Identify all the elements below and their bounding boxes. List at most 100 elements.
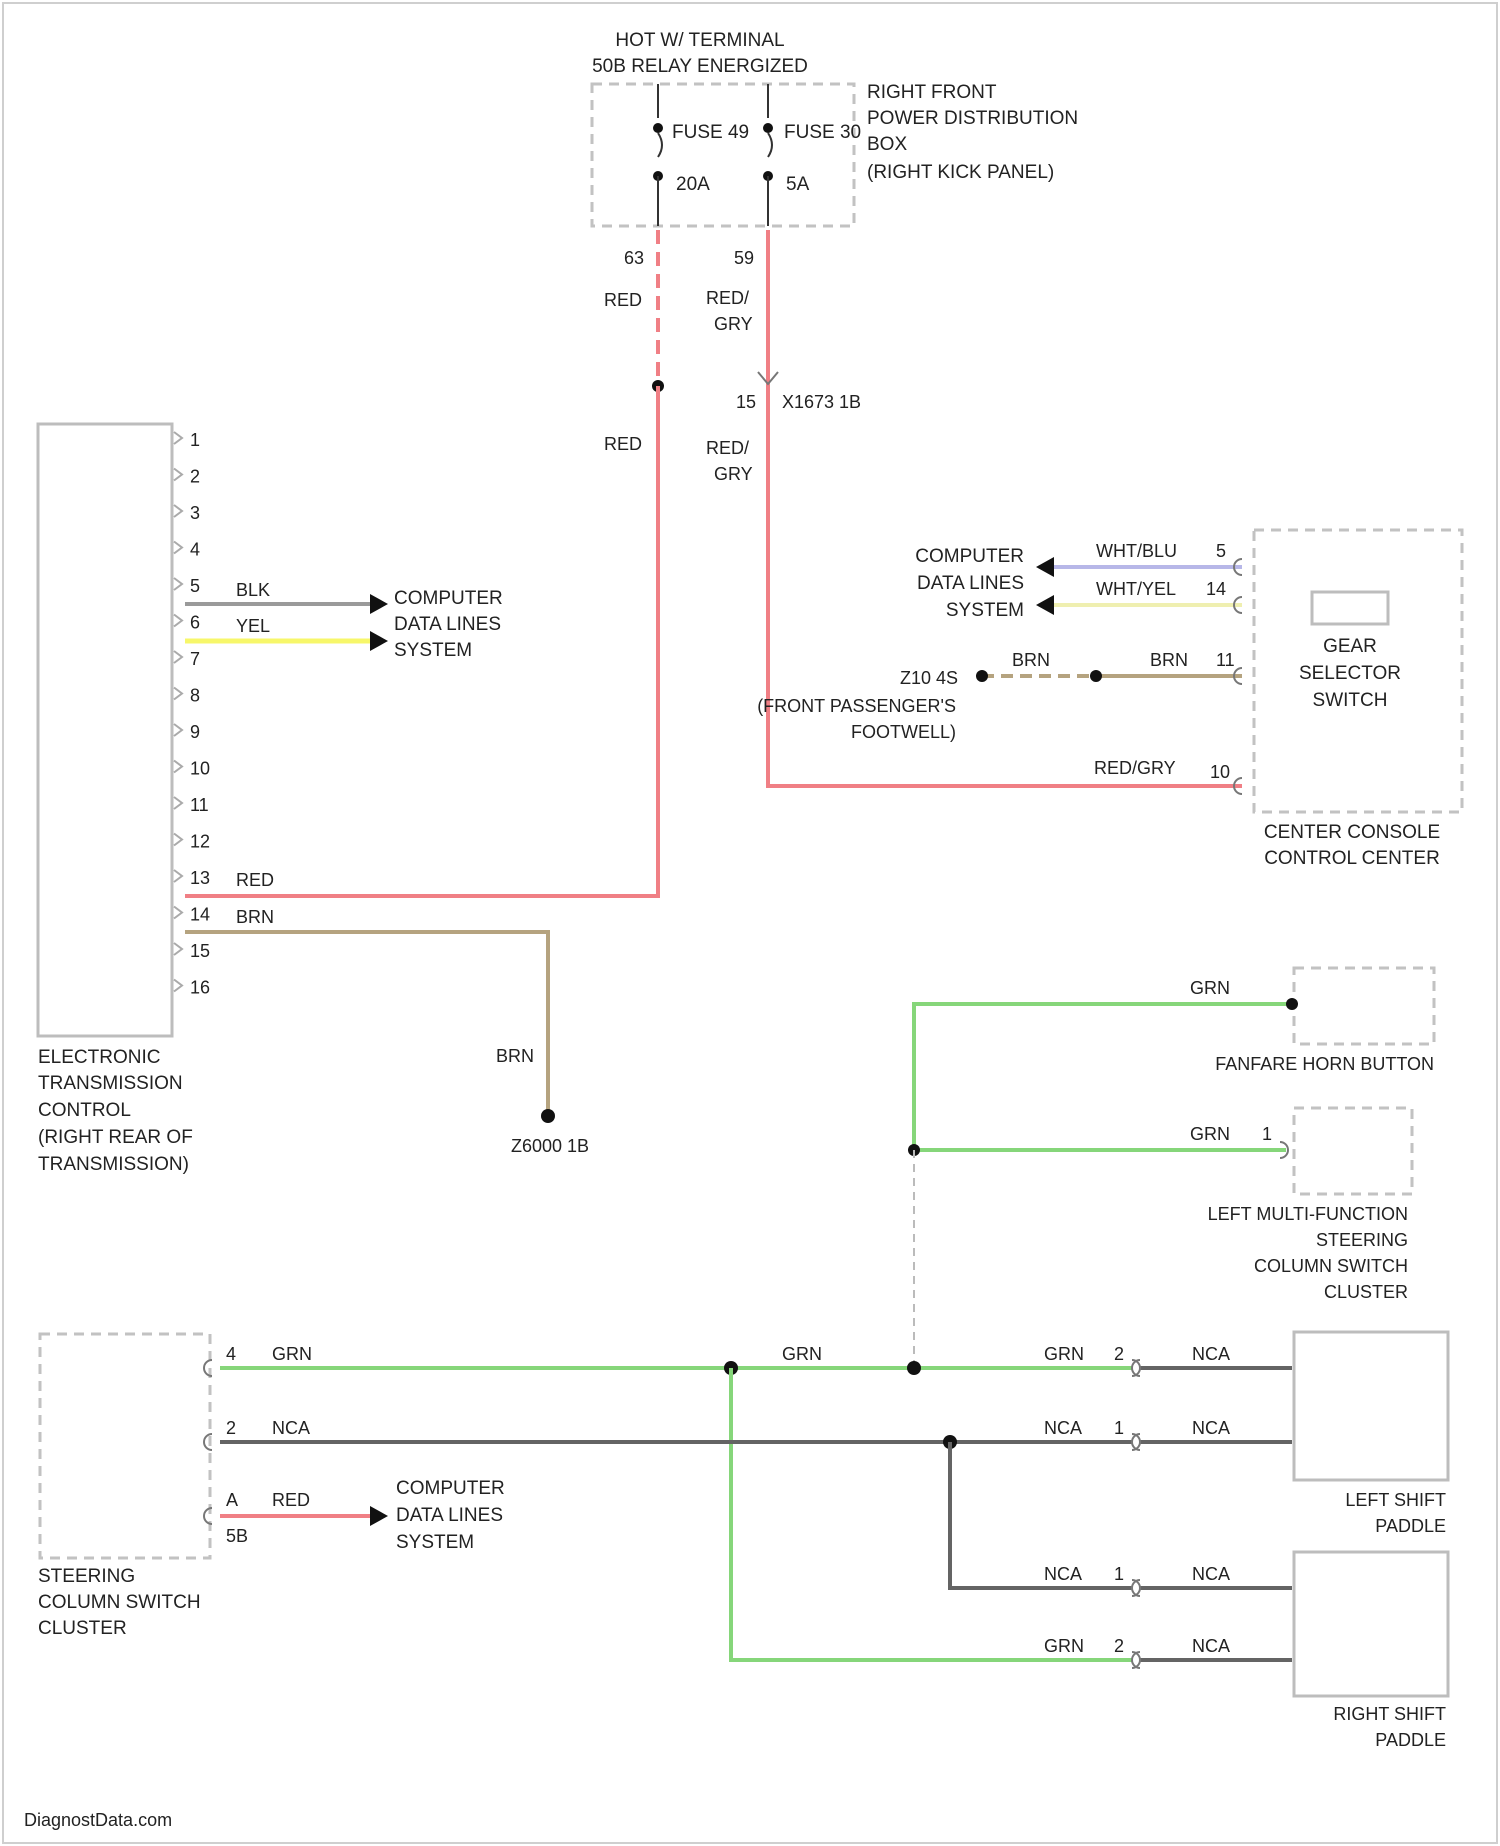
scsc-pin-4: 4	[226, 1344, 236, 1364]
horn-button-module	[1294, 968, 1434, 1044]
scsc-pin-2: 2	[226, 1418, 236, 1438]
rsp-name-2: PADDLE	[1375, 1730, 1446, 1750]
lmf-name-2: STEERING	[1316, 1230, 1408, 1250]
grn-mid-label: GRN	[782, 1344, 822, 1364]
etc-pin-list: 12345678910111213141516	[174, 430, 210, 998]
gear-switch-name-1: GEAR	[1323, 636, 1377, 657]
scsc-wire-nca: NCA	[272, 1418, 310, 1438]
gear-cdl-3: SYSTEM	[946, 600, 1024, 621]
gear-switch-name-3: SWITCH	[1313, 690, 1388, 711]
rsp-nca-in-label: NCA	[1044, 1564, 1082, 1584]
hot-terminal-title: HOT W/ TERMINAL	[615, 30, 784, 51]
rsp-pin-1: 1	[1114, 1564, 1124, 1584]
splice-name: Z10 4S	[900, 668, 958, 688]
inline-connector-pin: 15	[736, 392, 756, 412]
wire-label-red-gry-10: RED/GRY	[1094, 758, 1176, 778]
lmf-name-3: COLUMN SWITCH	[1254, 1256, 1408, 1276]
etc-pin-marker	[174, 432, 182, 444]
rsp-pin-2: 2	[1114, 1636, 1124, 1656]
etc-module	[38, 424, 172, 1036]
lsp-nca-out-1-label: NCA	[1192, 1344, 1230, 1364]
paddle-connector-icons	[204, 559, 1288, 1668]
rsp-grn-in-label: GRN	[1044, 1636, 1084, 1656]
scsc-red-arrow-icon	[370, 1506, 388, 1526]
lsp-nca-out-2-label: NCA	[1192, 1418, 1230, 1438]
scsc-cdl-3: SYSTEM	[396, 1532, 474, 1553]
etc-pin-13: 13	[190, 868, 210, 888]
etc-pin-16: 16	[190, 978, 210, 998]
left-mf-switch-module	[1294, 1108, 1412, 1194]
etc-pin-4: 4	[190, 540, 200, 560]
pdb-label-3: BOX	[867, 134, 907, 155]
scsc-name-1: STEERING	[38, 1566, 135, 1587]
grn-splice-right	[907, 1361, 921, 1375]
redgry-label-2b: GRY	[714, 464, 753, 484]
steering-column-switch-cluster	[40, 1334, 210, 1558]
etc-pin-marker	[174, 615, 182, 627]
wire-label-brn-a: BRN	[1012, 650, 1050, 670]
lmf-name-1: LEFT MULTI-FUNCTION	[1208, 1204, 1408, 1224]
lmf-pin: 1	[1262, 1124, 1272, 1144]
etc-pin-10: 10	[190, 759, 210, 779]
red-wire-label-1: RED	[604, 290, 642, 310]
footwell-label-1: (FRONT PASSENGER'S	[757, 696, 956, 716]
pin-11-gear: 11	[1216, 650, 1235, 670]
lsp-pin-2: 2	[1114, 1344, 1124, 1364]
horn-grn-wire	[914, 1004, 1292, 1150]
redgry-label-1a: RED/	[706, 288, 749, 308]
etc-pin-marker	[174, 688, 182, 700]
brn-junction-icon	[1090, 670, 1102, 682]
lsp-name-1: LEFT SHIFT	[1345, 1490, 1446, 1510]
ground-wire-label: BRN	[496, 1046, 534, 1066]
ccc-name-2: CONTROL CENTER	[1264, 848, 1440, 869]
gear-switch-name-2: SELECTOR	[1299, 663, 1401, 684]
etc-pin-12: 12	[190, 832, 210, 852]
scsc-cdl-2: DATA LINES	[396, 1505, 503, 1526]
inline-connector-name: X1673 1B	[782, 392, 861, 412]
rsp-nca-out-1-label: NCA	[1192, 1564, 1230, 1584]
etc-pin-marker	[174, 870, 182, 882]
grn-to-right-paddle	[731, 1368, 1132, 1660]
etc-pin-5: 5	[190, 576, 200, 596]
etc-name-4: (RIGHT REAR OF	[38, 1127, 193, 1148]
etc-pin-9: 9	[190, 722, 200, 742]
right-shift-paddle-module	[1294, 1552, 1448, 1696]
pin-59: 59	[734, 248, 754, 268]
scsc-name-3: CLUSTER	[38, 1618, 127, 1639]
etc-pin-11: 11	[190, 795, 209, 815]
rsp-name-1: RIGHT SHIFT	[1333, 1704, 1446, 1724]
left-shift-paddle-module	[1294, 1332, 1448, 1480]
horn-wire-label: GRN	[1190, 978, 1230, 998]
etc-pin-8: 8	[190, 686, 200, 706]
etc-pin-marker	[174, 724, 182, 736]
pdb-label-4: (RIGHT KICK PANEL)	[867, 162, 1054, 183]
wire-label-wht-blu: WHT/BLU	[1096, 541, 1177, 561]
scsc-wire-grn: GRN	[272, 1344, 312, 1364]
etc-pin-marker	[174, 834, 182, 846]
etc-pin-marker	[174, 578, 182, 590]
blk-arrow-icon	[370, 594, 388, 614]
lsp-nca-in-label: NCA	[1044, 1418, 1082, 1438]
etc-cdl-1: COMPUTER	[394, 588, 503, 609]
scsc-pin-5b: 5B	[226, 1526, 248, 1546]
etc-pin-marker	[174, 797, 182, 809]
etc-pin-marker	[174, 469, 182, 481]
etc-pin-marker	[174, 651, 182, 663]
etc-pin-6: 6	[190, 613, 200, 633]
fuse49-icon	[658, 133, 662, 157]
etc-pin-marker	[174, 943, 182, 955]
lsp-grn-in-label: GRN	[1044, 1344, 1084, 1364]
relay-energized-title: 50B RELAY ENERGIZED	[592, 56, 808, 77]
fuse30-icon	[768, 133, 772, 157]
pin-10-gear: 10	[1210, 762, 1230, 782]
splice-z10-icon	[976, 670, 988, 682]
wire-label-brn-b: BRN	[1150, 650, 1188, 670]
ground-name: Z6000 1B	[511, 1136, 589, 1156]
wht-blu-arrow-icon	[1036, 557, 1054, 577]
footwell-label-2: FOOTWELL)	[851, 722, 956, 742]
fuse30-amp: 5A	[786, 174, 810, 195]
nca-to-right-paddle	[950, 1442, 1132, 1588]
lmf-name-4: CLUSTER	[1324, 1282, 1408, 1302]
fuse49-terminal-top	[653, 123, 663, 133]
